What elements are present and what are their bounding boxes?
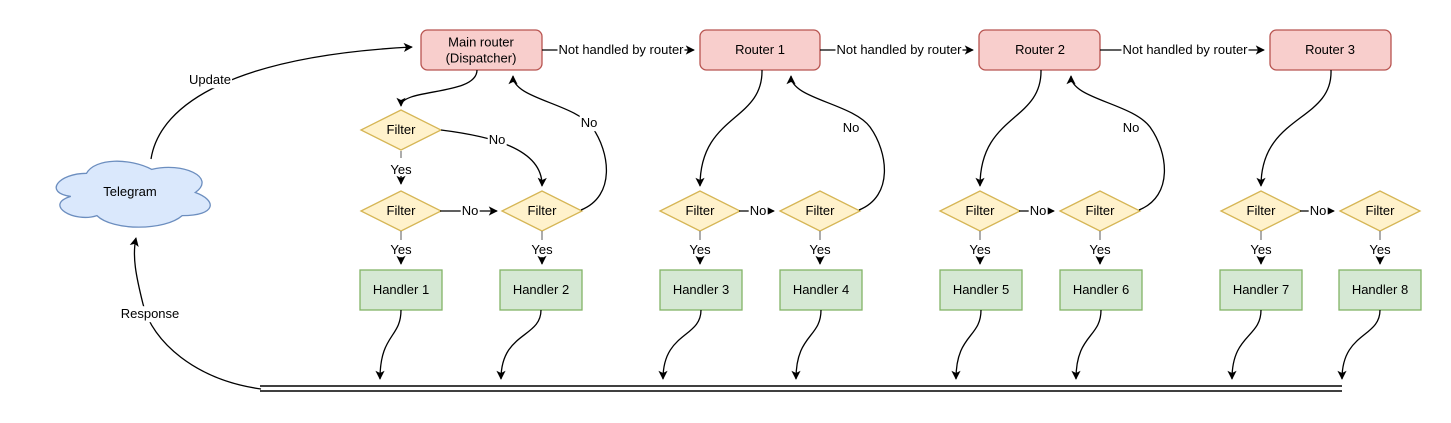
filter-diamond	[778, 190, 862, 232]
edge-main-router-to-filter	[396, 69, 478, 107]
main-router-box	[420, 29, 543, 71]
edge-handler-to-bus	[375, 309, 1381, 380]
filter-diamond	[938, 190, 1022, 232]
edge-router3-to-filter	[1256, 69, 1332, 187]
filter-diamond	[1058, 190, 1142, 232]
router-2-box	[978, 29, 1101, 71]
telegram-cloud	[55, 160, 211, 228]
filter-diamond	[359, 190, 443, 232]
router-1-box	[699, 29, 821, 71]
handler-8-box	[1338, 269, 1422, 311]
edge-filter-no-to-filter	[440, 129, 547, 187]
edge-router1-to-filter	[695, 69, 763, 187]
handler-7-box	[1219, 269, 1303, 311]
router-3-box	[1269, 29, 1392, 71]
filter-diamond	[500, 190, 584, 232]
handler-2-box	[499, 269, 583, 311]
edge-router2-to-filter	[975, 69, 1042, 187]
edge-no-loop-router2	[1066, 75, 1166, 211]
filter-diamond	[1338, 190, 1422, 232]
edge-yes	[396, 231, 1385, 265]
response-bus	[260, 385, 1342, 392]
edge-response	[129, 237, 262, 390]
edge-no-loop-router1	[786, 75, 886, 211]
handler-3-box	[659, 269, 743, 311]
handler-6-box	[1059, 269, 1143, 311]
handler-1-box	[359, 269, 443, 311]
handler-4-box	[779, 269, 863, 311]
edge-no-loop-main	[508, 75, 608, 211]
filter-diamond	[1219, 190, 1303, 232]
handler-5-box	[939, 269, 1023, 311]
filter-diamond	[658, 190, 742, 232]
filter-diamond	[359, 109, 443, 151]
edge-update	[150, 42, 413, 160]
